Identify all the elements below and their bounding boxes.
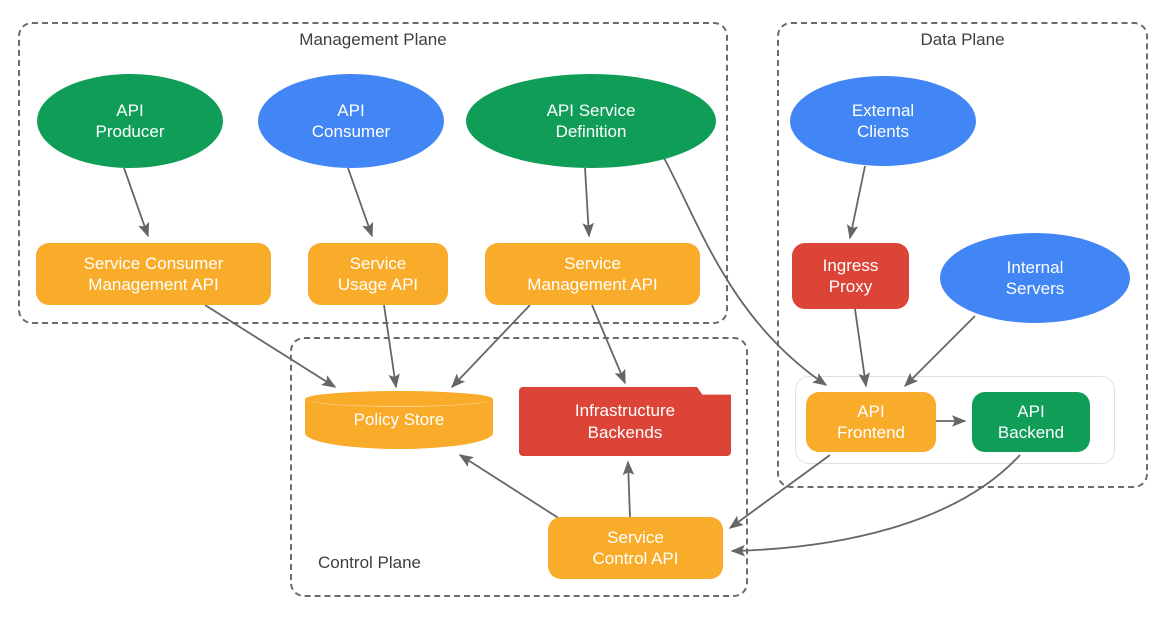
node-label-infrastructure-backends: Infrastructure Backends (574, 401, 676, 442)
node-label-api-service-definition: API Service Definition (546, 100, 636, 141)
node-label-api-consumer: API Consumer (311, 100, 391, 141)
plane-label-management-plane: Management Plane (299, 30, 447, 49)
node-label-service-usage-api: Service Usage API (337, 253, 419, 294)
policy-store-top-ellipse (305, 391, 493, 407)
node-api-backend[interactable]: API Backend (972, 392, 1090, 452)
node-label-external-clients: External Clients (851, 100, 915, 141)
node-service-management-api[interactable]: Service Management API (485, 243, 700, 305)
node-label-internal-servers: Internal Servers (1005, 257, 1065, 298)
node-api-service-definition[interactable]: API Service Definition (466, 74, 716, 168)
node-service-consumer-management-api[interactable]: Service Consumer Management API (36, 243, 271, 305)
node-infrastructure-backends[interactable]: Infrastructure Backends (519, 387, 731, 456)
node-ingress-proxy[interactable]: Ingress Proxy (792, 243, 909, 309)
node-label-api-frontend: API Frontend (836, 401, 906, 442)
node-label-ingress-proxy: Ingress Proxy (822, 255, 879, 296)
node-api-producer[interactable]: API Producer (37, 74, 223, 168)
node-api-consumer[interactable]: API Consumer (258, 74, 444, 168)
node-service-usage-api[interactable]: Service Usage API (308, 243, 448, 305)
node-internal-servers[interactable]: Internal Servers (940, 233, 1130, 323)
node-label-service-control-api: Service Control API (592, 527, 679, 568)
node-service-control-api[interactable]: Service Control API (548, 517, 723, 579)
policy-store-body (305, 399, 493, 449)
node-external-clients[interactable]: External Clients (790, 76, 976, 166)
infrastructure-backends-shape (519, 387, 731, 456)
node-label-policy-store: Policy Store (353, 410, 445, 429)
node-label-api-backend: API Backend (997, 401, 1065, 442)
plane-label-data-plane: Data Plane (920, 30, 1005, 49)
node-label-api-producer: API Producer (95, 100, 165, 141)
plane-label-control-plane: Control Plane (318, 553, 422, 572)
node-label-service-consumer-management-api: Service Consumer Management API (83, 253, 224, 294)
node-label-service-management-api: Service Management API (527, 253, 658, 294)
node-policy-store[interactable]: Policy Store (305, 391, 493, 449)
node-api-frontend[interactable]: API Frontend (806, 392, 936, 452)
